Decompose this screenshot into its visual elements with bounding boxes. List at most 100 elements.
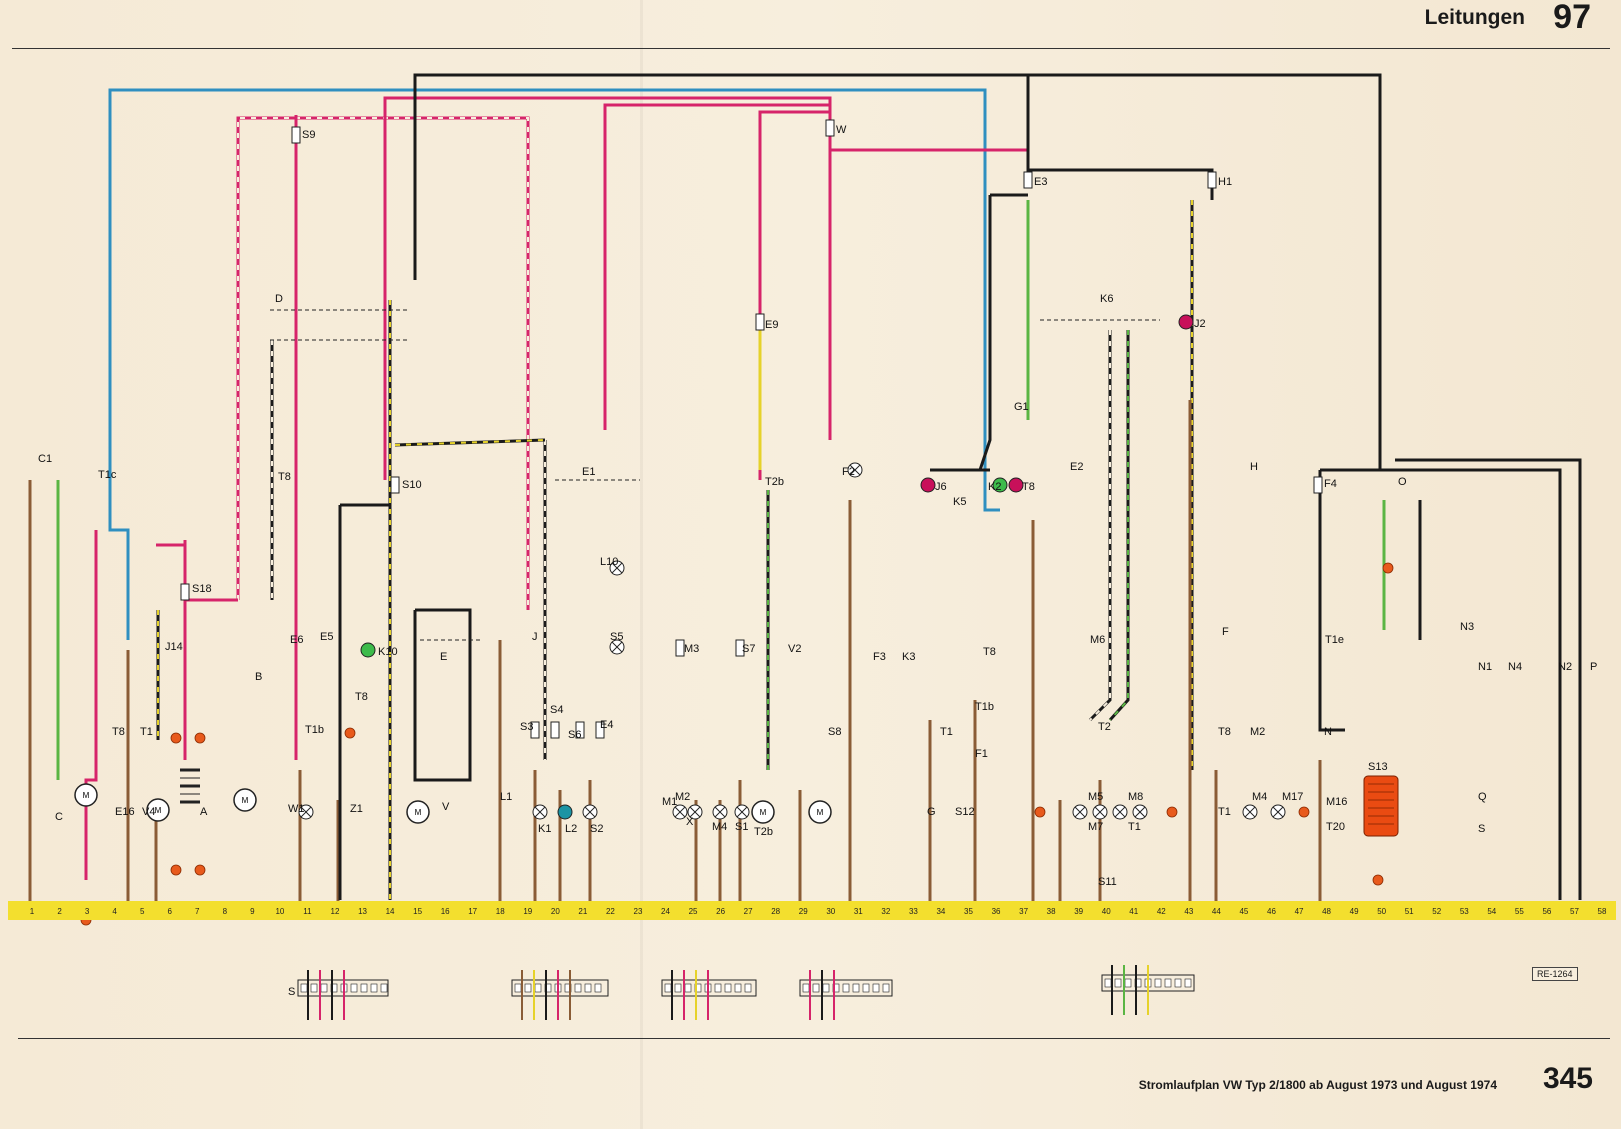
component-label-C: C [55, 811, 63, 823]
ground-bar-number-7: 7 [195, 907, 200, 916]
header-rule [12, 48, 1610, 49]
component-label-K1: K1 [538, 823, 551, 835]
connector-strip-e-pin [1154, 978, 1162, 988]
component-label-E: E [440, 651, 447, 663]
footer-caption: Stromlaufplan VW Typ 2/1800 ab August 19… [1138, 1078, 1497, 1092]
ground-bar-number-32: 32 [881, 907, 890, 916]
component-label-F1: F1 [975, 748, 988, 760]
connector-strip-d-pin [872, 983, 880, 993]
ground-bar-number-12: 12 [331, 907, 340, 916]
fuse-s1 [735, 639, 745, 657]
red-to-s12 [830, 148, 1030, 180]
black-top-left [413, 73, 1028, 280]
component-label-Q: Q [1478, 791, 1487, 803]
black-n-wire [1028, 73, 1382, 470]
component-label-E1: E1 [582, 466, 595, 478]
header-page-number: 97 [1553, 0, 1591, 36]
component-label-E2: E2 [1070, 461, 1083, 473]
component-label-S4: S4 [550, 704, 563, 716]
component-label-N1: N1 [1478, 661, 1492, 673]
motor-v2b [808, 800, 832, 824]
ground-bar-number-55: 55 [1515, 907, 1524, 916]
connector-strip-b-pin [574, 983, 582, 993]
component-label-T2b: T2b [754, 826, 773, 838]
red-t1-wire [84, 530, 98, 880]
ground-bar-number-16: 16 [441, 907, 450, 916]
component-label-T1: T1 [140, 726, 153, 738]
orange-terminal [194, 732, 206, 744]
ground-bar-number-42: 42 [1157, 907, 1166, 916]
ground-bar-number-19: 19 [523, 907, 532, 916]
component-label-T1: T1 [1218, 806, 1231, 818]
black-v-loop [413, 608, 472, 782]
ground-bar-number-28: 28 [771, 907, 780, 916]
component-label-M8: M8 [1128, 791, 1143, 803]
black-white-e3-wire [1088, 330, 1112, 722]
connector-strip-a-pin [350, 983, 358, 993]
connector-strip-e-pin [1114, 978, 1122, 988]
ground-bar-number-57: 57 [1570, 907, 1579, 916]
ground-bar-number-37: 37 [1019, 907, 1028, 916]
component-label-N4: N4 [1508, 661, 1522, 673]
lamp-cross-b [1244, 806, 1256, 818]
ground-bar-number-39: 39 [1074, 907, 1083, 916]
component-label-S: S [1478, 823, 1485, 835]
connector-strip-b-pin [584, 983, 592, 993]
ground-bar-number-53: 53 [1460, 907, 1469, 916]
component-label-S3: S3 [520, 721, 533, 733]
connector-strip-c-pin [734, 983, 742, 993]
component-label-T8: T8 [983, 646, 996, 658]
component-label-T1b: T1b [305, 724, 324, 736]
connector-strip-d-pin [862, 983, 870, 993]
lamp-cross-b [736, 806, 748, 818]
component-label-H: H [1250, 461, 1258, 473]
component-label-T1e: T1e [1325, 634, 1344, 646]
component-label-L2: L2 [565, 823, 577, 835]
motor-v4 [146, 798, 170, 822]
ground-bar-number-43: 43 [1184, 907, 1193, 916]
fuse-s-group [575, 721, 585, 739]
motor-v4-m: M [155, 806, 162, 815]
orange-terminal [1298, 806, 1310, 818]
connector-strip-e-pin [1184, 978, 1192, 988]
lamp-k1 [557, 804, 573, 820]
connector-strips [297, 965, 1195, 1020]
lamp-cross-b [300, 806, 312, 818]
connector-strip-c-pin [674, 983, 682, 993]
ground-bar-number-15: 15 [413, 907, 422, 916]
component-label-S9: S9 [302, 129, 315, 141]
connector-strip-e-pin [1124, 978, 1132, 988]
motor-v2 [751, 800, 775, 824]
connector-strip-e-pin [1164, 978, 1172, 988]
orange-terminal [1166, 806, 1178, 818]
ground-bar-number-45: 45 [1239, 907, 1248, 916]
component-label-S13: S13 [1368, 761, 1388, 773]
component-label-N3: N3 [1460, 621, 1474, 633]
orange-terminal [1034, 806, 1046, 818]
component-label-S10: S10 [402, 479, 422, 491]
ground-bar-number-56: 56 [1542, 907, 1551, 916]
connector-strip-d-pin [842, 983, 850, 993]
motor-v-m: M [415, 808, 422, 817]
component-label-S6: S6 [568, 729, 581, 741]
component-label-K6: K6 [1100, 293, 1113, 305]
connector-strip-d-pin [812, 983, 820, 993]
ground-bar-number-18: 18 [496, 907, 505, 916]
component-label-T1c: T1c [98, 469, 117, 481]
component-label-S18: S18 [192, 583, 212, 595]
lamp-cross-b [1094, 806, 1106, 818]
lamp-k2 [1008, 477, 1024, 493]
component-label-S5: S5 [610, 631, 623, 643]
component-label-X: X [686, 816, 694, 828]
fuse-s2 [675, 639, 685, 657]
ground-bar-strip [8, 901, 1616, 920]
ground-bar-number-41: 41 [1129, 907, 1138, 916]
component-label-F4: F4 [1324, 478, 1337, 490]
fuse-s13 [1313, 476, 1323, 494]
black-yellow-link-stripe [394, 439, 546, 446]
orange-terminal [1372, 874, 1384, 886]
connector-strip-b-pin [514, 983, 522, 993]
